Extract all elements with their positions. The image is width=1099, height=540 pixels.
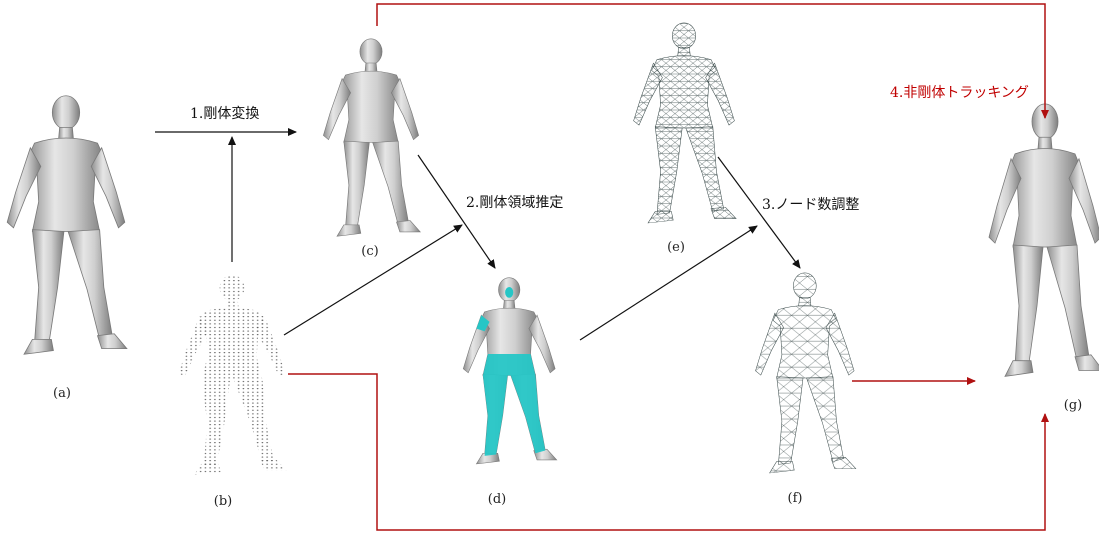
step4-label: 4.非剛体トラッキング xyxy=(890,82,1029,102)
panel-label-f: (f) xyxy=(788,491,803,506)
red-arrow-bottom xyxy=(288,374,1045,530)
figure-d-rigid-region xyxy=(463,278,556,464)
step3-label: 3.ノード数調整 xyxy=(762,194,859,214)
panel-label-a: (a) xyxy=(53,386,71,401)
panel-label-c: (c) xyxy=(361,244,378,259)
panel-label-e: (e) xyxy=(667,240,685,255)
figure-a-mannequin xyxy=(7,96,127,355)
panel-label-b: (b) xyxy=(214,494,232,509)
figure-b-point-cloud xyxy=(179,275,287,475)
step1-label: 1.剛体変換 xyxy=(190,103,259,123)
arrow-b-to-step2 xyxy=(284,225,462,335)
panel-label-d: (d) xyxy=(488,492,506,507)
panel-label-g: (g) xyxy=(1064,398,1082,413)
step2-label: 2.剛体領域推定 xyxy=(466,192,563,212)
figure-c-transformed-mannequin xyxy=(323,39,420,236)
figure-g-tracked-mannequin xyxy=(989,104,1099,376)
figure-e-dense-wireframe xyxy=(634,23,737,223)
figure-f-sparse-wireframe xyxy=(756,273,856,473)
